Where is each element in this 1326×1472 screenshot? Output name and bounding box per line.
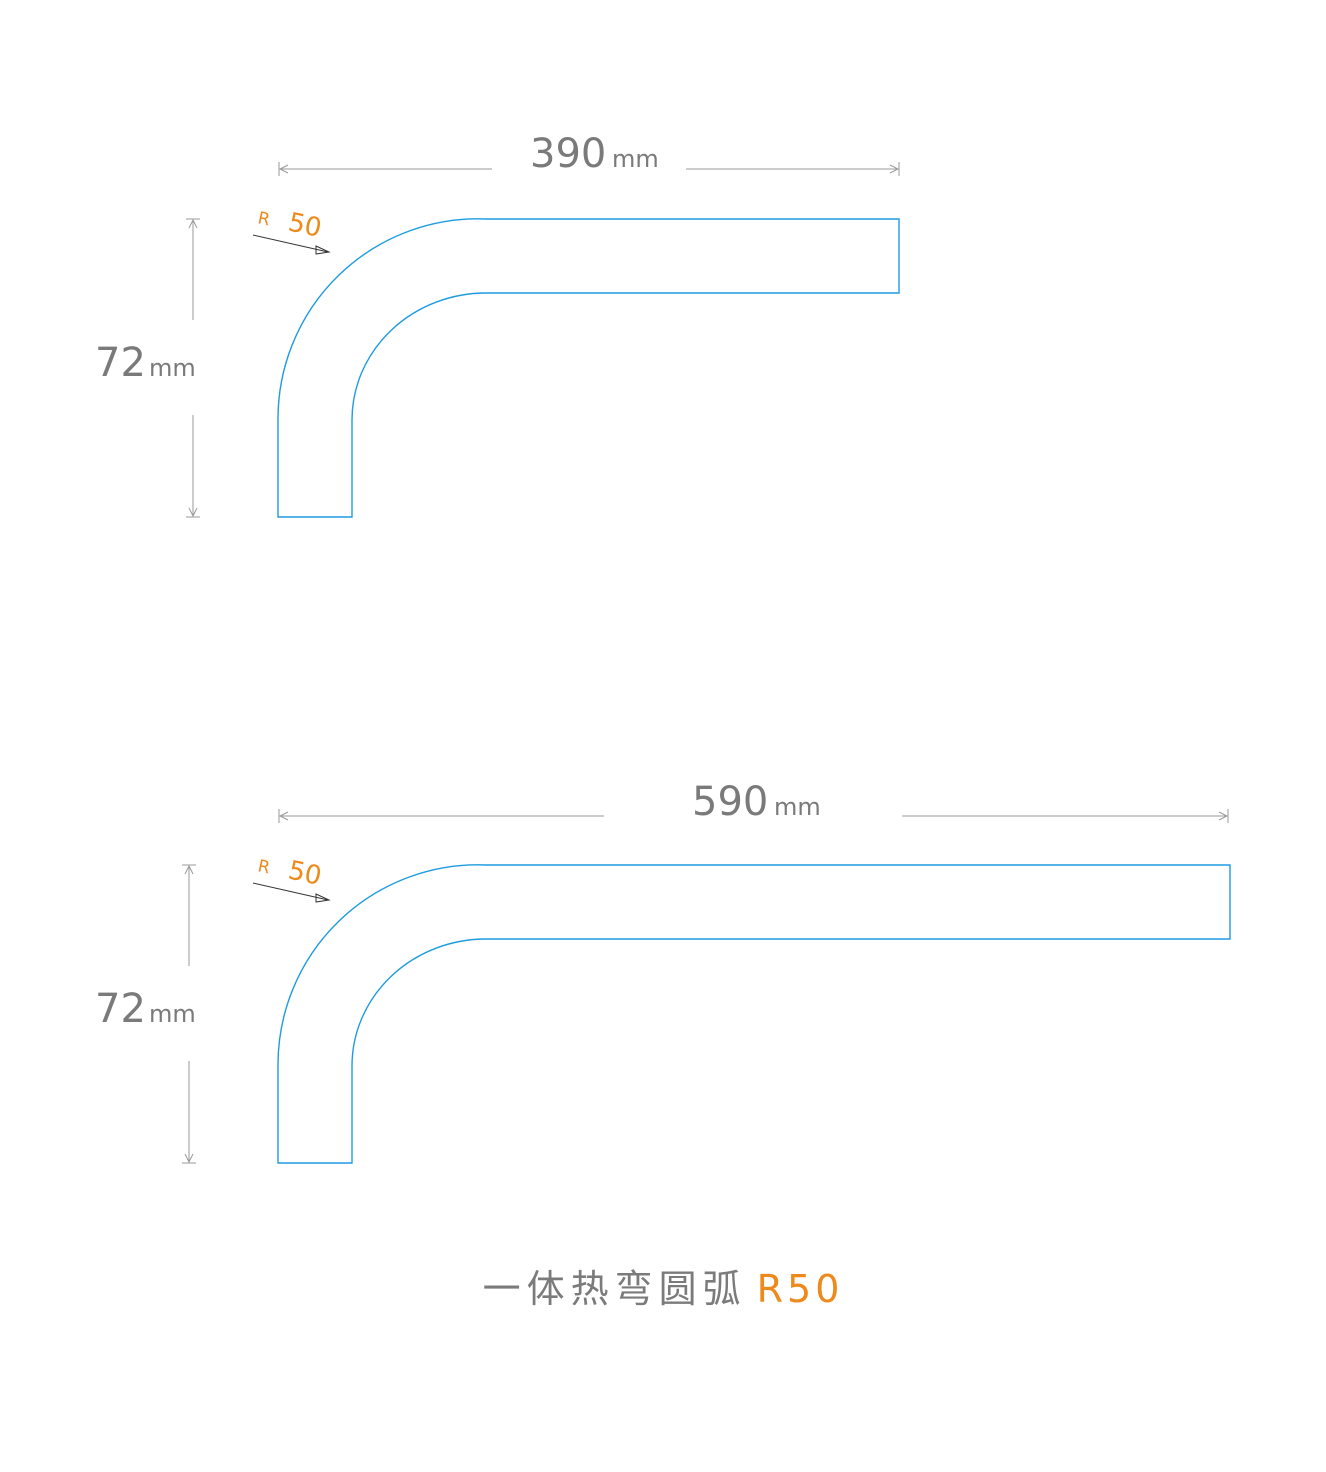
radius-prefix: R — [256, 856, 272, 878]
height-dimension — [182, 864, 196, 1164]
radius-value: 50 — [286, 856, 325, 892]
height-value: 72 — [95, 340, 146, 386]
width-dimension — [278, 162, 900, 176]
height-dimension — [186, 218, 200, 518]
caption-accent: R50 — [756, 1267, 844, 1311]
caption-text: 一体热弯圆弧 — [482, 1267, 747, 1311]
width-unit: mm — [774, 793, 821, 821]
bent-profile-outline — [277, 864, 1231, 1164]
radius-callout: R 50 — [252, 856, 331, 903]
height-value: 72 — [95, 986, 146, 1032]
radius-value: 50 — [286, 208, 325, 244]
diagram-2: 590 mm 72 mm R 50 — [95, 779, 1231, 1164]
diagram-1: 390 mm 72 mm R 50 — [95, 131, 900, 518]
width-value: 590 — [692, 779, 768, 825]
radius-callout: R 50 — [252, 208, 331, 255]
height-unit: mm — [149, 354, 196, 382]
bent-profile-outline — [277, 218, 900, 518]
radius-prefix: R — [256, 208, 272, 230]
width-dimension — [278, 809, 1229, 823]
height-unit: mm — [149, 1000, 196, 1028]
width-value: 390 — [530, 131, 606, 177]
width-unit: mm — [612, 145, 659, 173]
